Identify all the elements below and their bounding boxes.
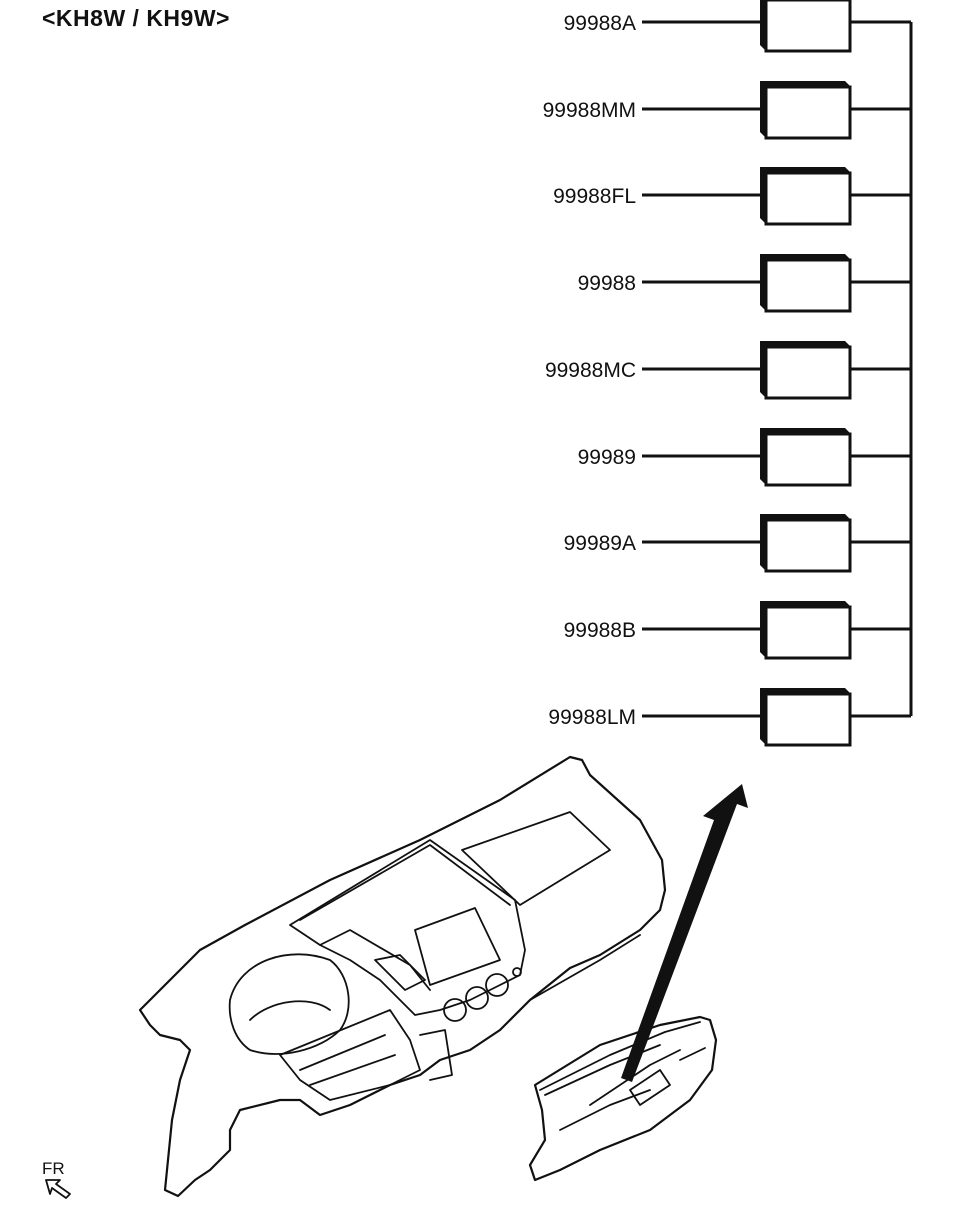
part-box (764, 692, 852, 747)
front-arrow-icon (45, 1179, 71, 1199)
part-row: 99988B (564, 601, 911, 660)
part-row: 99989 (578, 428, 911, 487)
part-label: 99988A (564, 12, 636, 35)
part-label: 99988FL (553, 185, 636, 208)
part-label: 99988LM (548, 706, 636, 729)
part-row: 99988MM (543, 81, 911, 140)
part-row: 99988FL (553, 167, 911, 226)
part-box (764, 605, 852, 660)
part-label: 99988MM (543, 99, 636, 122)
part-row: 99989A (564, 514, 911, 573)
fr-label: FR (42, 1159, 65, 1178)
part-label: 99988MC (545, 359, 636, 382)
part-box (764, 518, 852, 573)
part-row: 99988 (578, 254, 911, 313)
part-row: 99988MC (545, 341, 911, 400)
diagram-title: <KH8W / KH9W> (42, 5, 230, 31)
instrument-panel-illustration (138, 755, 667, 1198)
part-label: 99989 (578, 446, 636, 469)
part-label: 99988B (564, 619, 636, 642)
part-row: 99988A (564, 0, 911, 53)
part-row: 99988LM (548, 688, 911, 747)
part-label: 99989A (564, 532, 636, 555)
part-box (764, 85, 852, 140)
part-box (764, 0, 852, 53)
part-box (764, 432, 852, 487)
part-box (764, 345, 852, 400)
arrow-indicator-icon (621, 784, 748, 1082)
part-label: 99988 (578, 272, 636, 295)
part-box (764, 258, 852, 313)
parts-list: 99988A 99988MM 99988FL 99988 99988MC 99989 999… (543, 0, 911, 747)
front-direction-mark: FR (42, 1159, 71, 1199)
glove-box-illustration (528, 1015, 718, 1182)
part-box (764, 171, 852, 226)
